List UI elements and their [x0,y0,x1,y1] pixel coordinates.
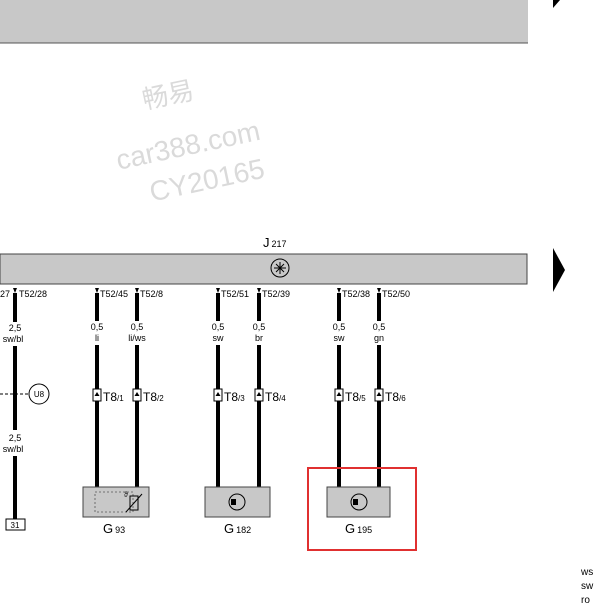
ground-31-box [5,518,26,531]
terminal-label: T8/5 [345,390,366,404]
pin-arrow-icon [135,288,139,293]
terminal-arrow-icon [134,392,140,396]
pin-label: T52/8 [140,289,163,299]
wire-color: gn [374,333,384,343]
wire-color: sw [334,333,346,343]
pin-arrow-icon [337,288,341,293]
ground-label: 31 [11,521,20,530]
terminal-arrow-icon [256,392,262,396]
terminal-label: T8/6 [385,390,406,404]
control-unit-bar [0,253,528,285]
highlight-box [307,467,417,551]
connector-label: U8 [34,390,45,399]
left-wire: 27 T52/28 2,5 sw/bl U8 2,5 sw/bl 31 [0,288,50,531]
wire-size: 0,5 [212,322,225,332]
watermark-line1: 畅易 [139,75,196,115]
ground-symbol-icon [270,258,290,278]
wire-size: 0,5 [253,322,266,332]
terminal-label: T8/1 [103,390,124,404]
color-legend: ws sw ro [580,567,594,605]
wire-color: li [95,333,99,343]
legend-item-2: ro [581,595,590,605]
pin-label: T52/38 [342,289,370,299]
wire-size: 0,5 [373,322,386,332]
connector-u8-icon [28,383,50,405]
svg-text:ϑ: ϑ [124,492,128,499]
legend-item-1: sw [581,581,594,592]
page-arrow-top-icon [553,0,560,8]
terminal-label: T8/4 [265,390,286,404]
wires-layer: T52/450,5liT8/1T52/80,5li/wsT8/2T52/510,… [91,288,410,487]
sensor-icon [228,493,246,511]
thermistor-icon: ϑ [124,492,143,513]
left-pin-partial: 27 [0,289,10,299]
left-color-top: sw/bl [3,334,24,344]
watermark: 畅易 car388.com CY20165 [113,75,267,208]
left-size-top: 2,5 [9,323,22,333]
top-band [0,0,528,43]
left-pin-label: T52/28 [19,289,47,299]
pin-label: T52/45 [100,289,128,299]
wire-color: li/ws [128,333,146,343]
terminal-arrow-icon [336,392,342,396]
wire-color: sw [213,333,225,343]
left-size-bottom: 2,5 [9,433,22,443]
pin-arrow-icon [95,288,99,293]
pin-arrow-icon [216,288,220,293]
pin-label: T52/51 [221,289,249,299]
terminal-arrow-icon [215,392,221,396]
left-color-bottom: sw/bl [3,444,24,454]
terminal-label: T8/3 [224,390,245,404]
wire-size: 0,5 [91,322,104,332]
sensor-icon [350,493,368,511]
page-arrow-right-icon[interactable] [553,248,565,292]
pin-arrow-icon [377,288,381,293]
pin-label: T52/39 [262,289,290,299]
wire-size: 0,5 [131,322,144,332]
terminal-label: T8/2 [143,390,164,404]
legend-item-0: ws [580,567,593,578]
terminal-arrow-icon [94,392,100,396]
wire-color: br [255,333,263,343]
terminal-arrow-icon [376,392,382,396]
wire-size: 0,5 [333,322,346,332]
pin-arrow-icon [257,288,261,293]
pin-label: T52/50 [382,289,410,299]
